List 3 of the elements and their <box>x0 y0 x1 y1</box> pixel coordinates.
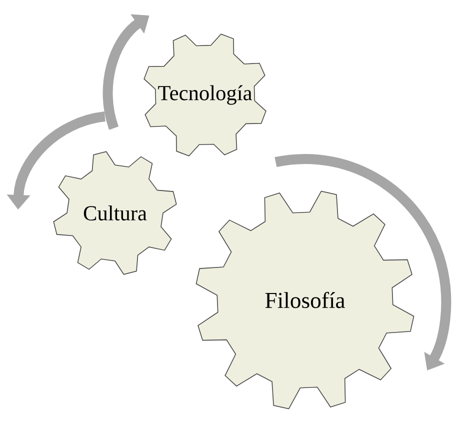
gear: Tecnología <box>144 34 266 156</box>
gear: Cultura <box>53 151 177 275</box>
gear: Filosofía <box>196 190 414 410</box>
